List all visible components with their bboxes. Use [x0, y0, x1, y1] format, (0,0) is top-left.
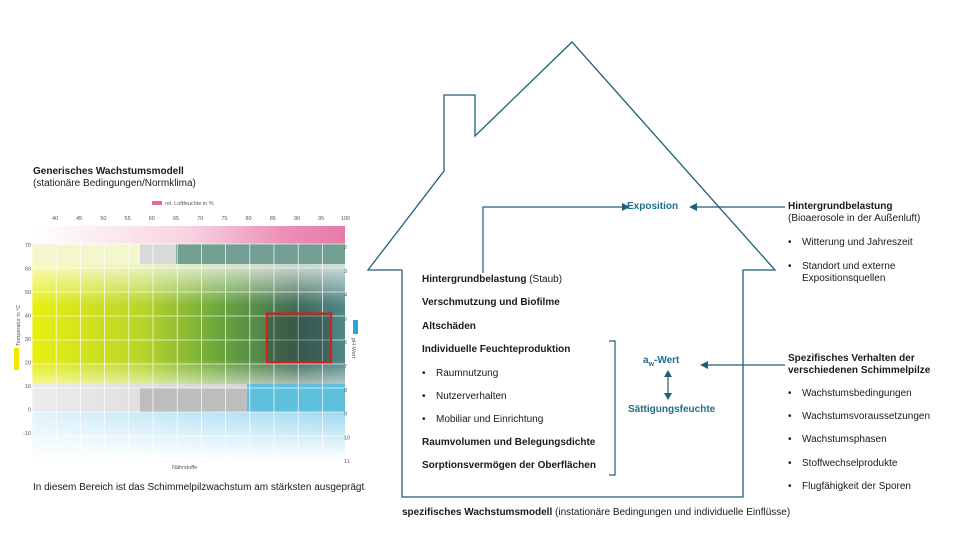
humidity-tick: 45 — [76, 216, 82, 222]
temperature-tick: 50 — [25, 290, 31, 296]
generic-model-title: Generisches Wachstumsmodell — [33, 166, 184, 177]
humidity-tick: 100 — [341, 216, 350, 222]
teal-top-band — [176, 244, 345, 264]
species-bullet-4: Flugfähigkeit der Sporen — [788, 481, 911, 493]
aw-arrow-up — [664, 370, 672, 377]
species-arrow-head — [700, 361, 708, 369]
ph-legend-swatch — [353, 320, 358, 334]
temperature-tick-labels: 70 60 50 40 30 20 10 0 -10 — [23, 243, 31, 437]
species-title-1: Spezifisches Verhalten der — [788, 353, 915, 364]
house-outline — [366, 41, 777, 498]
humidity-tick: 55 — [125, 216, 131, 222]
aw-value-label: aw-Wert — [643, 355, 680, 368]
background-subtitle: (Bioaerosole in der Außenluft) — [788, 213, 921, 224]
chart-caption: In diesem Bereich ist das Schimmelpilzwa… — [33, 482, 365, 493]
exposition-arrow-head — [622, 203, 630, 211]
feuchte-bullet-1: Nutzerverhalten — [422, 391, 507, 403]
humidity-tick: 40 — [52, 216, 58, 222]
background-arrow-head — [689, 203, 697, 211]
blue-lower-block — [247, 384, 345, 412]
temperature-tick: 0 — [28, 408, 31, 414]
ph-tick: 8 — [344, 388, 347, 394]
exposition-connector — [482, 206, 622, 273]
ph-tick: 2 — [344, 245, 347, 251]
humidity-tick: 90 — [294, 216, 300, 222]
inner-item-2: Altschäden — [422, 321, 476, 332]
temperature-tick: 30 — [25, 337, 31, 343]
inner-item-5: Sorptionsvermögen der Oberflächen — [422, 460, 596, 471]
humidity-tick: 75 — [221, 216, 227, 222]
generic-model-subtitle: (stationäre Bedingungen/Normklima) — [33, 178, 196, 189]
temperature-tick: 10 — [25, 384, 31, 390]
humidity-tick-labels: 40 45 50 55 60 65 70 75 80 85 90 95 100 — [52, 216, 350, 222]
humidity-tick: 50 — [100, 216, 106, 222]
humidity-tick: 70 — [197, 216, 203, 222]
saettigung-label: Sättigungsfeuchte — [628, 404, 716, 415]
exposition-label: Exposition — [627, 201, 679, 212]
temperature-tick: 20 — [25, 361, 31, 367]
ph-tick: 5 — [344, 316, 347, 322]
background-bullet-1-cont: Expositionsquellen — [802, 273, 886, 284]
humidity-band — [32, 226, 345, 244]
inner-item-3: Individuelle Feuchteproduktion — [422, 344, 571, 355]
ph-tick: 10 — [344, 435, 350, 441]
background-bullet-0: Witterung und Jahreszeit — [788, 237, 913, 249]
specific-model-caption: spezifisches Wachstumsmodell (instationä… — [402, 507, 791, 518]
ph-tick: 9 — [344, 412, 347, 418]
ph-tick: 7 — [344, 364, 347, 370]
feuchte-bullet-2: Mobiliar und Einrichtung — [422, 414, 543, 426]
ph-tick: 4 — [344, 293, 347, 299]
temperature-tick: -10 — [23, 431, 31, 437]
humidity-tick: 85 — [270, 216, 276, 222]
humidity-legend-label: rel. Luftfeuchte in % — [165, 201, 214, 207]
background-bullet-1: Standort und externe — [788, 261, 895, 273]
species-bullet-2: Wachstumsphasen — [788, 434, 887, 446]
humidity-legend-swatch — [152, 201, 162, 205]
nutrients-axis-label: Nährstoffe — [172, 465, 197, 471]
species-bullet-0: Wachstumsbedingungen — [788, 388, 912, 400]
humidity-tick: 60 — [149, 216, 155, 222]
max-growth-highlight — [265, 312, 333, 364]
ph-axis-label: pH-Wert — [350, 338, 356, 359]
grid-lines — [31, 243, 345, 461]
ph-tick: 3 — [344, 269, 347, 275]
gray-lower-block — [140, 388, 247, 412]
species-bullet-1: Wachstumsvoraussetzungen — [788, 411, 930, 423]
temperature-tick: 70 — [25, 243, 31, 249]
ph-tick: 6 — [344, 340, 347, 346]
temperature-tick: 40 — [25, 314, 31, 320]
temperature-legend-swatch — [14, 348, 19, 370]
feuchte-bullet-0: Raumnutzung — [422, 368, 498, 380]
humidity-tick: 95 — [318, 216, 324, 222]
ph-tick-labels: 2 3 4 5 6 7 8 9 10 11 — [344, 245, 350, 465]
species-title-2: verschiedenen Schimmelpilze — [788, 365, 931, 376]
inner-item-4: Raumvolumen und Belegungsdichte — [422, 437, 596, 448]
inner-item-1: Verschmutzung und Biofilme — [422, 297, 560, 308]
species-bullet-3: Stoffwechselprodukte — [788, 458, 897, 470]
aw-arrow-down — [664, 393, 672, 400]
humidity-tick: 80 — [246, 216, 252, 222]
humidity-tick: 65 — [173, 216, 179, 222]
background-title: Hintergrundbelastung — [788, 201, 893, 212]
temperature-axis-label: Temperatur in °C — [16, 305, 22, 346]
gray-top-block — [140, 244, 176, 264]
ph-tick: 11 — [344, 459, 350, 465]
inner-item-0: Hintergrundbelastung (Staub) — [422, 274, 563, 285]
feuchte-bracket — [609, 340, 616, 476]
temperature-tick: 60 — [25, 267, 31, 273]
